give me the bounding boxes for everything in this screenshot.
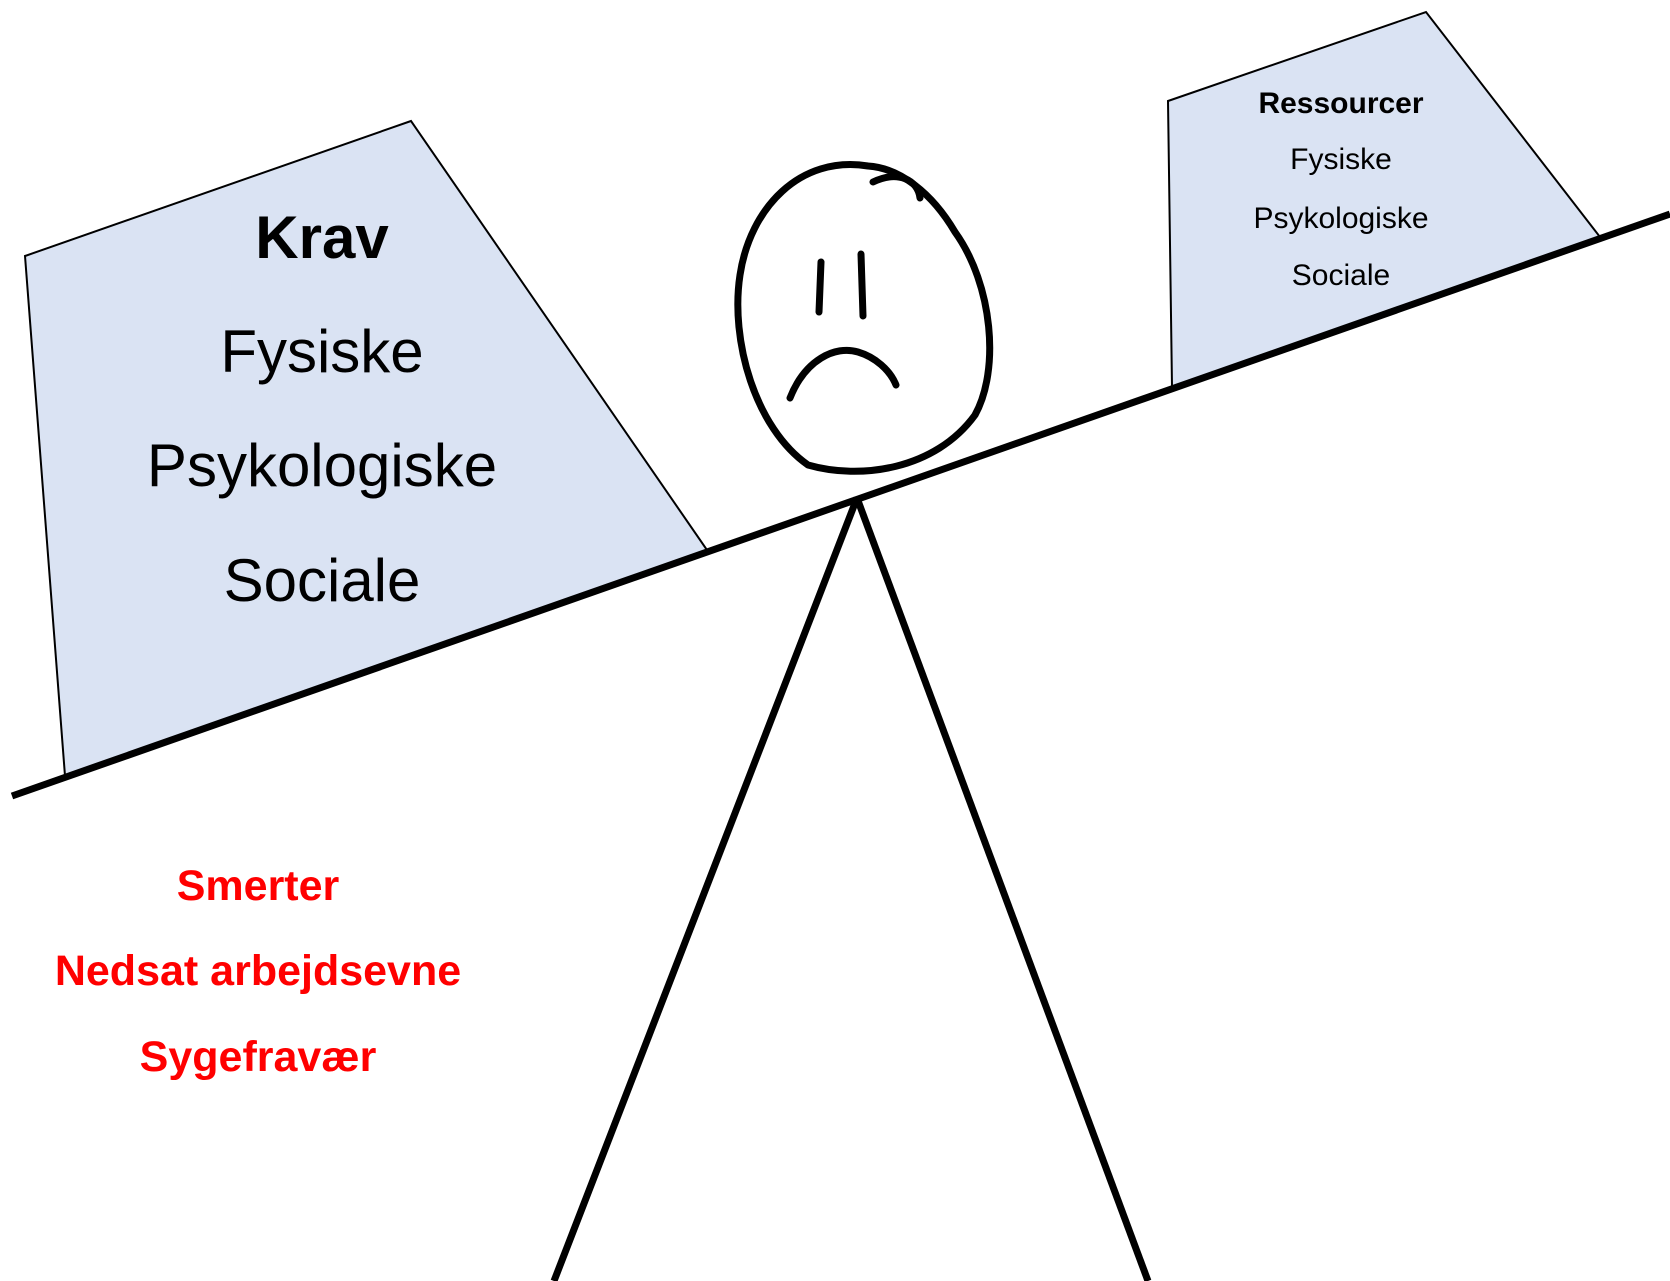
demands-title: Krav xyxy=(255,204,389,271)
resources-box xyxy=(1166,10,1602,389)
fulcrum-right-leg xyxy=(853,496,1152,1281)
consequence-pain: Smerter xyxy=(177,862,340,910)
scale-beam xyxy=(10,210,1670,800)
sad-face-icon xyxy=(734,161,994,475)
demands-item-psychological: Psykologiske xyxy=(147,432,497,499)
resources-title: Ressourcer xyxy=(1258,87,1423,120)
consequence-sick-leave: Sygefravær xyxy=(140,1033,377,1081)
face-hair-stroke xyxy=(869,173,924,202)
demands-item-physical: Fysiske xyxy=(220,318,423,385)
resources-item-psychological: Psykologiske xyxy=(1253,202,1428,235)
face-left-eye xyxy=(815,258,825,316)
face-frown-mouth xyxy=(786,346,900,402)
face-outline xyxy=(734,161,994,475)
resources-item-social: Sociale xyxy=(1292,259,1390,292)
fulcrum-left-leg xyxy=(550,496,861,1281)
demands-item-social: Sociale xyxy=(224,547,421,614)
face-right-eye xyxy=(857,250,867,320)
resources-item-physical: Fysiske xyxy=(1290,143,1392,176)
consequence-reduced-work-ability: Nedsat arbejdsevne xyxy=(55,947,461,995)
fulcrum xyxy=(550,496,1152,1281)
